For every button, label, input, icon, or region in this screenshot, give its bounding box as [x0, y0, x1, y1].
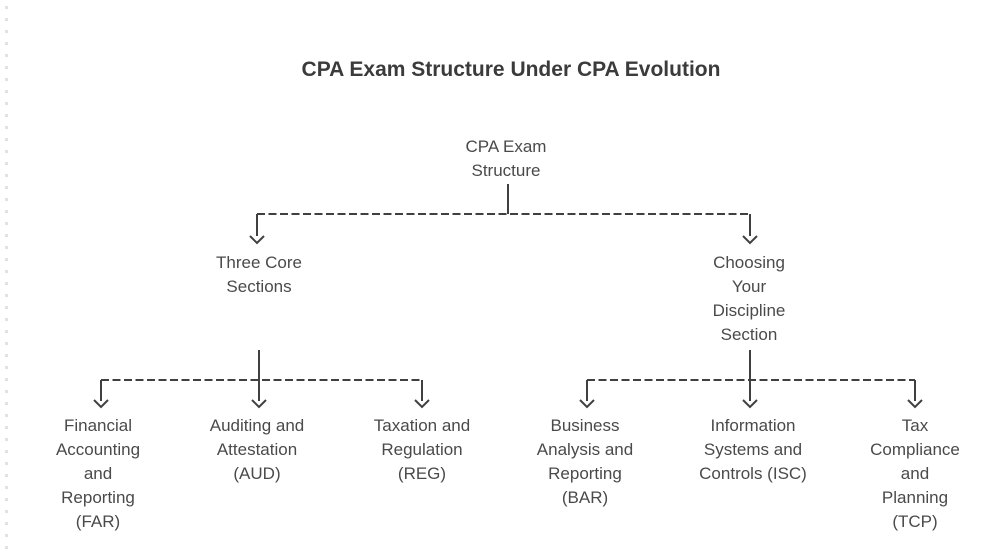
node-tcp: Tax Compliance and Planning (TCP) [870, 416, 960, 531]
node-isc: Information Systems and Controls (ISC) [699, 416, 807, 483]
arrowhead-isc [742, 399, 758, 409]
node-far: Financial Accounting and Reporting (FAR) [55, 416, 141, 531]
node-reg: Taxation and Regulation (REG) [373, 416, 471, 483]
arrowhead-tcp [907, 399, 923, 409]
node-choosing-discipline-section: Choosing Your Discipline Section [712, 253, 786, 344]
node-three-core-sections: Three Core Sections [216, 253, 302, 296]
node-bar: Business Analysis and Reporting (BAR) [536, 416, 634, 507]
arrowhead-aud [251, 399, 267, 409]
page-title: CPA Exam Structure Under CPA Evolution [301, 58, 721, 81]
arrowhead-discipline [742, 235, 758, 245]
arrowhead-core [249, 235, 265, 245]
arrowhead-reg [414, 399, 430, 409]
arrowhead-far [93, 399, 109, 409]
node-aud: Auditing and Attestation (AUD) [209, 416, 305, 483]
arrowhead-bar [579, 399, 595, 409]
left-edge-dotted-border [5, 6, 8, 549]
node-cpa-exam-structure: CPA Exam Structure [465, 137, 547, 180]
